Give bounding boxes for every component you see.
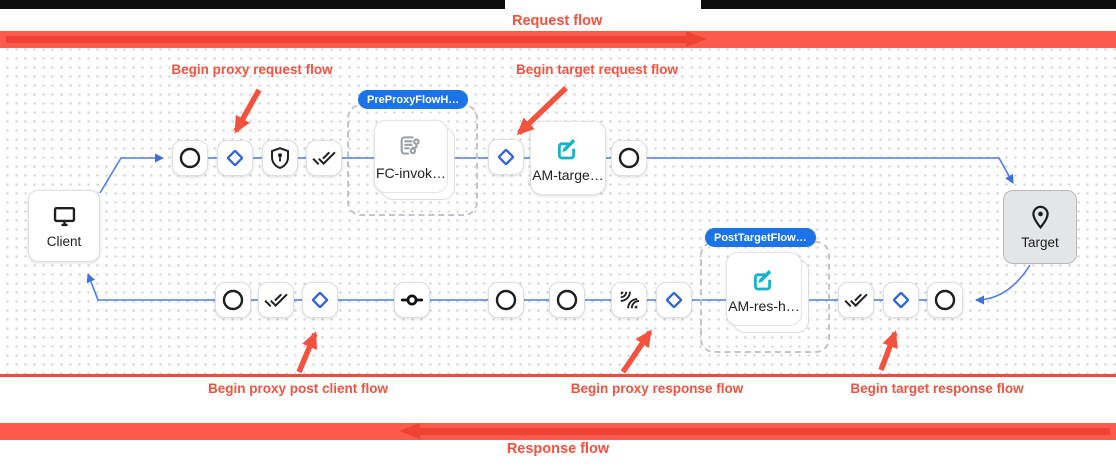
circle-icon	[556, 289, 578, 311]
client-node[interactable]: Client	[28, 190, 100, 262]
step-node[interactable]	[262, 140, 298, 176]
post-target-flow-badge-label: PostTargetFlow…	[714, 231, 807, 244]
step-node-target-response-start[interactable]	[883, 282, 919, 318]
policy-card-assign-message-target[interactable]: AM-targe…	[530, 121, 606, 195]
request-flow-bar	[0, 31, 1116, 48]
double-check-icon	[264, 293, 288, 307]
callout-proxy-post-client: Begin proxy post client flow	[207, 381, 389, 396]
callout-proxy-response: Begin proxy response flow	[570, 381, 744, 396]
right-arrow-body	[6, 36, 687, 43]
flow-callout-icon	[400, 136, 420, 155]
diamond-icon	[892, 291, 910, 309]
callout-target-request: Begin target request flow	[515, 62, 679, 77]
circle-icon	[179, 147, 201, 169]
policy-label: AM-targe…	[532, 166, 604, 183]
step-node[interactable]	[172, 140, 208, 176]
policy-label: AM-res-h…	[728, 297, 800, 314]
pre-proxy-flow-badge-label: PreProxyFlowH…	[367, 93, 460, 106]
request-flow-label: Request flow	[512, 13, 603, 29]
target-node[interactable]: Target	[1003, 190, 1077, 264]
policy-label: FC-invok…	[375, 165, 446, 181]
location-pin-icon	[1031, 205, 1049, 230]
response-flow-label: Response flow	[506, 441, 610, 457]
step-node[interactable]	[306, 140, 342, 176]
assign-message-icon	[557, 138, 576, 159]
double-check-icon	[312, 151, 336, 165]
step-node-proxy-response-start[interactable]	[656, 282, 692, 318]
diamond-icon	[226, 149, 244, 167]
step-node[interactable]	[611, 282, 647, 318]
double-check-icon	[844, 293, 868, 307]
step-node-target-request-start[interactable]	[488, 139, 524, 175]
step-node[interactable]	[258, 282, 294, 318]
client-label: Client	[46, 234, 82, 249]
policy-card-flow-callout[interactable]: FC-invok…	[374, 120, 448, 193]
monitor-icon	[53, 206, 75, 227]
diamond-icon	[497, 148, 515, 166]
left-arrow-body	[418, 428, 1110, 435]
step-node[interactable]	[394, 282, 430, 318]
post-target-flow-badge[interactable]: PostTargetFlow…	[705, 228, 816, 247]
callout-target-response: Begin target response flow	[850, 381, 1024, 396]
circle-icon	[222, 289, 244, 311]
step-node-proxy-request-start[interactable]	[217, 140, 253, 176]
step-node[interactable]	[215, 282, 251, 318]
request-flow-chip: Request flow	[505, 0, 701, 30]
step-node-proxy-post-client-start[interactable]	[302, 282, 338, 318]
response-flow-bar	[0, 423, 1116, 440]
step-node[interactable]	[611, 140, 647, 176]
diamond-icon	[665, 291, 683, 309]
pre-proxy-flow-badge[interactable]: PreProxyFlowH…	[358, 90, 469, 109]
circle-icon	[618, 147, 640, 169]
step-node[interactable]	[838, 282, 874, 318]
right-arrow-head-icon	[686, 31, 707, 47]
connector-icon	[400, 294, 424, 306]
shield-key-icon	[271, 147, 289, 169]
flow-canvas[interactable]	[0, 48, 1116, 374]
circle-icon	[495, 289, 517, 311]
policy-card-assign-message-response[interactable]: AM-res-h…	[726, 252, 802, 326]
leak-add-icon	[620, 291, 640, 309]
target-label: Target	[1021, 235, 1059, 250]
assign-message-icon	[753, 269, 772, 290]
bottom-divider-line	[0, 374, 1116, 377]
left-arrow-head-icon	[399, 423, 420, 439]
diamond-icon	[311, 291, 329, 309]
circle-icon	[934, 289, 956, 311]
step-node[interactable]	[549, 282, 585, 318]
callout-proxy-request: Begin proxy request flow	[171, 62, 333, 77]
step-node[interactable]	[488, 282, 524, 318]
step-node[interactable]	[927, 282, 963, 318]
